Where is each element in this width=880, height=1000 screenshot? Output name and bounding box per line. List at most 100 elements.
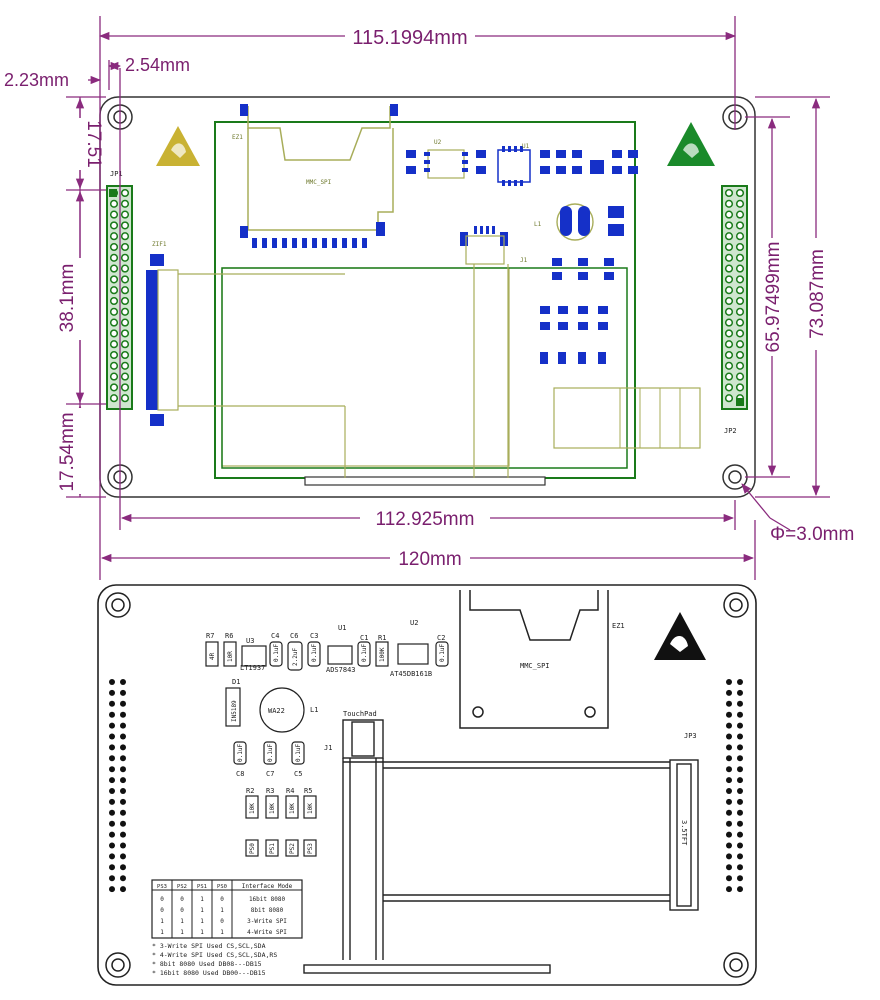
table-cell: 1 <box>180 918 184 925</box>
header-pad <box>109 733 115 740</box>
header-pin <box>120 350 130 360</box>
table-cell: 1 <box>160 929 164 936</box>
header-pad <box>120 766 126 773</box>
jp1-header <box>106 185 133 410</box>
svg-text:ADS7843: ADS7843 <box>326 666 356 674</box>
header-pad <box>109 755 115 762</box>
header-pad <box>726 755 732 762</box>
header-pad <box>120 777 126 784</box>
header-pin <box>724 210 734 219</box>
header-pad <box>737 886 743 893</box>
top-j1-label: J1 <box>520 257 528 264</box>
svg-text:R5: R5 <box>304 787 312 795</box>
header-pad <box>726 679 732 685</box>
header-pin <box>109 307 119 316</box>
svg-text:* 16bit 8080 Used DB00---DB15: * 16bit 8080 Used DB00---DB15 <box>152 969 266 977</box>
bottom-left-header-pads <box>109 679 126 893</box>
header-pad <box>737 744 743 751</box>
header-pin <box>724 275 734 284</box>
svg-text:100K: 100K <box>379 647 386 662</box>
header-pin <box>735 242 745 252</box>
header-pad <box>737 820 743 827</box>
header-pin <box>120 221 130 230</box>
svg-text:C2: C2 <box>437 634 445 642</box>
svg-text:0.1uF: 0.1uF <box>237 744 244 762</box>
header-pin <box>109 210 119 219</box>
dim-inner-hole-span: 115.1994mm <box>352 27 467 49</box>
header-pin <box>120 329 130 338</box>
header-pad <box>109 766 115 773</box>
dim-edge-to-header: 2.23mm <box>4 70 69 90</box>
table-cell: 1 <box>200 896 204 903</box>
svg-text:R4: R4 <box>286 787 294 795</box>
header-pad <box>726 744 732 751</box>
header-pad <box>726 711 732 718</box>
header-pad <box>120 864 126 871</box>
header-pad <box>109 722 115 729</box>
header-pad <box>109 853 115 860</box>
bottom-sd-slot <box>459 590 609 729</box>
header-pad <box>120 711 126 718</box>
bottom-parts <box>205 641 449 857</box>
dim-top-to-header: 17.51 <box>83 120 104 168</box>
table-cell: 1 <box>220 907 224 914</box>
svg-text:PS3: PS3 <box>307 843 314 854</box>
header-pin <box>109 264 119 273</box>
header-pin <box>735 307 745 316</box>
header-pad <box>726 809 732 816</box>
header-pin <box>109 350 119 360</box>
header-pad <box>109 875 115 882</box>
svg-text:C3: C3 <box>310 632 318 640</box>
header-pin <box>735 199 745 208</box>
header-pad <box>109 744 115 751</box>
header-pad <box>120 809 126 816</box>
header-pad <box>120 755 126 762</box>
svg-text:10K: 10K <box>249 803 256 814</box>
header-pin <box>109 253 119 262</box>
svg-text:C4: C4 <box>271 632 279 640</box>
svg-text:R7: R7 <box>206 632 214 640</box>
header-pin <box>724 307 734 316</box>
header-pad <box>737 755 743 762</box>
svg-text:4R: 4R <box>209 652 216 660</box>
table-cell: 0 <box>160 896 164 903</box>
svg-text:C1: C1 <box>360 634 368 642</box>
header-pin <box>735 350 745 360</box>
header-pin <box>724 383 734 392</box>
esd-warning-icon-yellow <box>156 126 200 166</box>
header-pin <box>735 286 745 295</box>
header-pad <box>726 842 732 849</box>
header-pad <box>109 831 115 838</box>
header-pad <box>737 689 743 696</box>
tft-label: 3.5TFT <box>680 820 688 846</box>
top-u2-label: U2 <box>434 139 442 146</box>
header-pin <box>120 361 130 370</box>
header-pin <box>735 372 745 381</box>
header-pin <box>109 329 119 338</box>
header-pin <box>735 188 745 198</box>
table-cell: 0 <box>220 896 224 903</box>
header-pin <box>735 383 745 392</box>
svg-text:0.1uF: 0.1uF <box>439 644 446 662</box>
svg-text:R3: R3 <box>266 787 274 795</box>
header-pad <box>120 875 126 882</box>
svg-text:0.1uF: 0.1uF <box>295 744 302 762</box>
top-u1-label: U1 <box>522 143 530 150</box>
svg-text:PS1: PS1 <box>269 843 276 854</box>
header-pad <box>737 733 743 740</box>
bottom-right-header-pads <box>726 679 743 893</box>
header-pad <box>120 700 126 707</box>
dim-pin-pitch: 2.54mm <box>125 55 190 75</box>
header-pin <box>735 340 745 349</box>
dim-board-height: 73.087mm <box>807 249 828 339</box>
svg-text:0.1uF: 0.1uF <box>361 644 368 662</box>
header-pad <box>120 798 126 805</box>
header-pin <box>109 372 119 381</box>
dim-bottom-to-header: 17.54mm <box>57 412 78 491</box>
svg-text:* 4-Write SPI Used CS,SCL,SDA,: * 4-Write SPI Used CS,SCL,SDA,RS <box>152 951 277 959</box>
header-pad <box>109 788 115 794</box>
table-cell: 0 <box>220 918 224 925</box>
header-pin <box>120 210 130 219</box>
header-pad <box>109 689 115 696</box>
